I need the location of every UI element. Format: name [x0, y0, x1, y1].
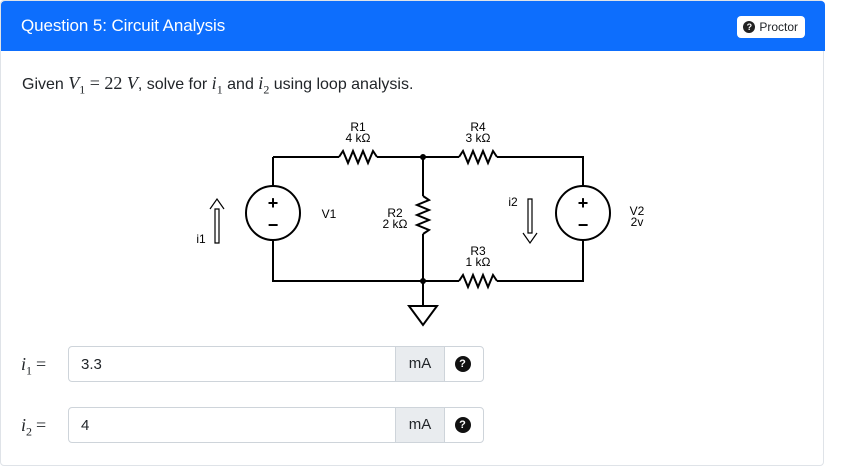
answer-input-group-i1: mA ? [68, 346, 484, 382]
v2-source [555, 185, 611, 241]
v2-value: 2v [631, 215, 644, 229]
question-header: Question 5: Circuit Analysis ? Proctor [1, 1, 825, 51]
prompt-i2: i2 [258, 73, 270, 97]
r4-value: 3 kΩ [466, 131, 491, 145]
question-circle-icon: ? [454, 356, 471, 372]
proctor-label: Proctor [759, 20, 798, 34]
answer-label-i1: i1= [21, 354, 47, 378]
ground-symbol [407, 305, 439, 327]
question-circle-icon: ? [743, 21, 756, 33]
junction-top [420, 154, 426, 160]
junction-bottom [420, 278, 426, 284]
r1-zigzag [338, 148, 378, 166]
r2-value: 2 kΩ [383, 217, 408, 231]
i1-arrow-body [214, 208, 220, 244]
v2-name: V2 [630, 204, 645, 218]
i2-label: i2 [508, 195, 518, 209]
prompt-eq: = [89, 73, 100, 93]
v1-plus: + [268, 193, 279, 213]
v1-name: V1 [322, 207, 337, 221]
prompt-unit: V [126, 73, 138, 93]
help-button-i1[interactable]: ? [442, 346, 483, 382]
r3-name: R3 [470, 244, 486, 258]
answer-input-group-i2: mA ? [68, 407, 484, 443]
r4-name: R4 [470, 120, 486, 134]
v1-minus: − [268, 215, 279, 235]
v2-minus: − [578, 215, 589, 235]
prompt-given: Given [22, 76, 64, 93]
r3-value: 1 kΩ [466, 255, 491, 269]
prompt-value: 22 [104, 73, 123, 93]
question-circle-icon: ? [454, 417, 471, 433]
circuit-diagram: R1 4 kΩ R4 3 kΩ R2 2 kΩ R3 1 kΩ V1 i1 i2… [196, 120, 645, 327]
i1-label: i1 [196, 232, 206, 246]
wire-bottom-right [497, 240, 584, 282]
v2-plus: + [578, 193, 589, 213]
r1-value: 4 kΩ [346, 131, 371, 145]
r4-zigzag [458, 148, 498, 166]
i2-arrow-head [522, 232, 538, 245]
i1-arrow-head [209, 197, 225, 210]
wire-top-right [497, 156, 584, 186]
wire-bottom-left [272, 240, 459, 282]
r2-zigzag [414, 195, 432, 235]
prompt-i1: i1 [211, 73, 223, 97]
prompt-and: and [227, 76, 254, 93]
prompt-text-1: , solve for [137, 76, 208, 93]
r2-name: R2 [387, 206, 403, 220]
unit-addon-i1: mA [395, 346, 445, 382]
answer-input-i1[interactable] [81, 356, 381, 373]
answer-input-i2[interactable] [81, 417, 381, 434]
v1-source [245, 185, 301, 241]
question-prompt: Given V1 = 22 V, solve for i1 and i2 usi… [22, 73, 413, 98]
help-button-i2[interactable]: ? [442, 407, 483, 443]
prompt-var: V1 [68, 73, 86, 97]
proctor-badge[interactable]: ? Proctor [737, 16, 805, 38]
question-card: Question 5: Circuit Analysis ? Proctor G… [0, 0, 825, 466]
unit-addon-i2: mA [395, 407, 445, 443]
prompt-text-2: using loop analysis. [273, 76, 414, 93]
i2-arrow-body [527, 198, 533, 234]
r1-name: R1 [350, 120, 366, 134]
r3-zigzag [458, 272, 498, 290]
answer-label-i2: i2= [21, 415, 47, 439]
question-title: Question 5: Circuit Analysis [21, 16, 226, 35]
